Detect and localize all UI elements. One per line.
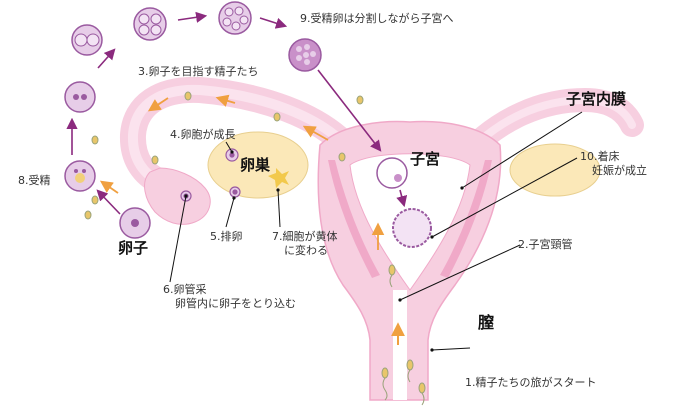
endometrium-right	[440, 160, 492, 278]
sperm-arrows	[99, 94, 385, 250]
blastocyst-in-uterus	[376, 157, 408, 189]
endometrium-left	[328, 160, 380, 278]
corpus-luteum	[268, 168, 289, 188]
step4-label: 4.卵胞が成長	[170, 128, 236, 141]
step5-label: 5.排卵	[210, 230, 243, 243]
four-cell-embryo	[133, 7, 167, 41]
leader-lines	[169, 111, 583, 352]
zygote-cell	[64, 81, 96, 113]
right-fallopian-tube	[458, 87, 644, 162]
progression-arrows	[66, 11, 408, 215]
step10-label-line1: 10.着床	[580, 150, 620, 163]
vagina-label: 膣	[478, 313, 495, 332]
ovary-follicles	[180, 148, 241, 202]
left-fallopian-tube	[120, 76, 363, 195]
step8-label: 8.受精	[18, 174, 51, 187]
uterus-label: 子宮	[410, 150, 441, 168]
endometrium-label: 子宮内膜	[566, 90, 627, 108]
egg-label: 卵子	[118, 239, 149, 257]
step6-label-line1: 6.卵管采	[163, 283, 207, 296]
implanting-blastocyst	[392, 208, 432, 248]
step7-label-line1: 7.細胞が黄体	[272, 230, 338, 243]
cervical-canal	[393, 290, 407, 400]
step7-label-line2: に変わる	[284, 244, 328, 257]
step6-label-line2: 卵管内に卵子をとり込む	[175, 297, 296, 310]
ovary-label: 卵巣	[240, 156, 271, 174]
left-fimbriae	[144, 167, 211, 225]
sperm-cells	[84, 91, 426, 406]
step9-label: 9.受精卵は分割しながら子宮へ	[300, 12, 454, 25]
step1-label: 1.精子たちの旅がスタート	[465, 376, 597, 389]
cell-progression	[64, 1, 432, 248]
step3-label: 3.卵子を目指す精子たち	[138, 65, 259, 78]
step10-label-line2: 妊娠が成立	[592, 164, 647, 177]
step2-label: 2.子宮頸管	[518, 238, 573, 251]
